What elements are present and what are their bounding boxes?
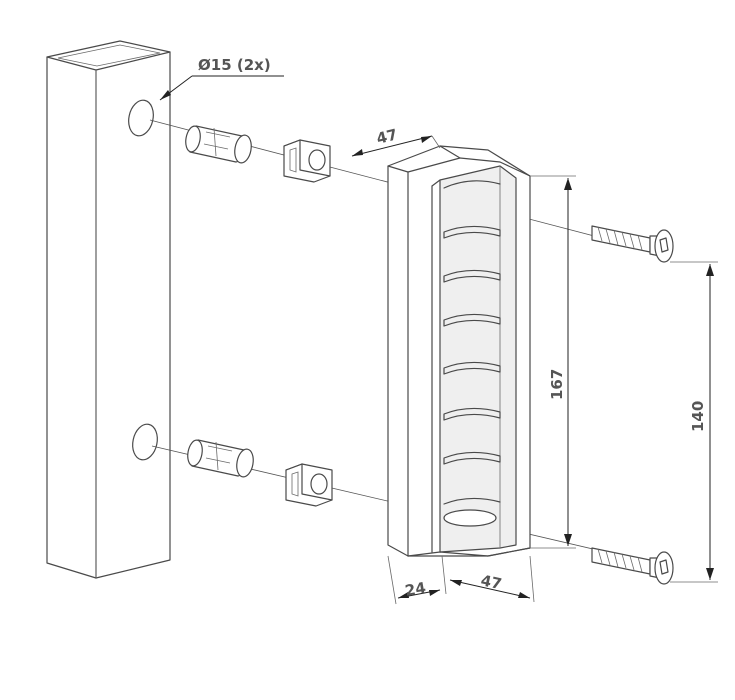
dimension-hole-diameter: Ø15 (2x) <box>159 56 284 101</box>
square-insert-bottom <box>285 463 333 507</box>
expansion-sleeve-bottom <box>187 439 254 478</box>
dimension-label-width-top: 47 <box>375 125 400 148</box>
expansion-sleeve-top <box>185 125 252 164</box>
dimension-label-hole-diameter: Ø15 (2x) <box>198 56 271 74</box>
countersunk-screw-bottom <box>591 547 674 585</box>
dimension-label-height-total: 167 <box>548 369 566 400</box>
dimension-height-total: 167 <box>530 175 576 549</box>
dimension-screw-spacing: 140 <box>670 261 718 583</box>
dimension-label-width-bottom: 47 <box>479 571 503 593</box>
countersunk-screw-top <box>591 225 674 263</box>
square-post <box>46 40 171 579</box>
dimension-depth: 24 <box>387 555 447 605</box>
dimension-width-top: 47 <box>351 125 441 157</box>
square-insert-top <box>283 139 331 183</box>
hinge-body <box>387 145 531 557</box>
drill-hole-top <box>128 99 154 137</box>
knuckle-ribs <box>443 180 501 527</box>
drill-hole-bottom <box>132 423 158 461</box>
dimension-label-depth: 24 <box>404 579 428 600</box>
dimension-width-bottom: 47 <box>449 555 535 603</box>
dimension-label-screw-spacing: 140 <box>689 401 707 432</box>
